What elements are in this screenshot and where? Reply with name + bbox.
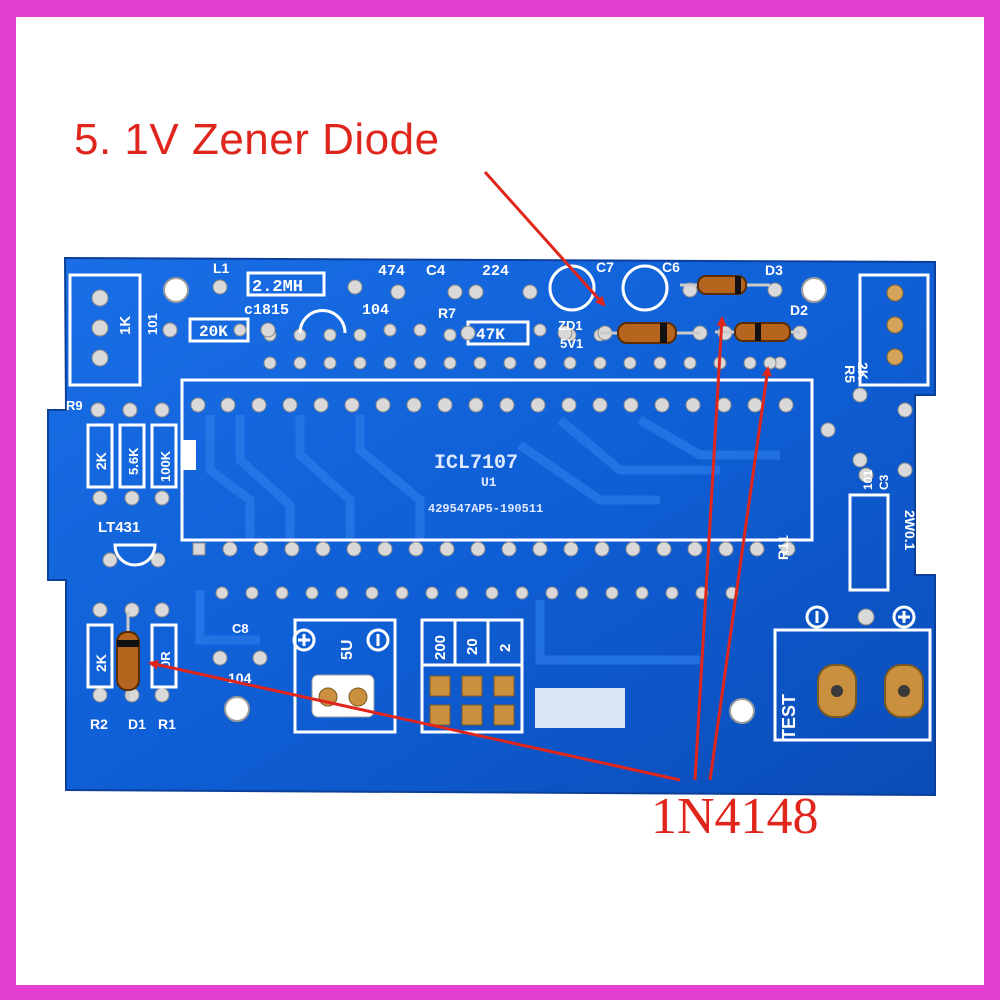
label-r1-value: 0R	[158, 651, 173, 668]
lt431-outline	[113, 543, 157, 567]
diode-d2-body	[715, 322, 800, 342]
label-l1: L1	[213, 260, 230, 276]
d2-arrow	[708, 366, 772, 781]
label-d2: D2	[790, 302, 808, 318]
copper-traces	[195, 415, 780, 665]
ic-notch	[182, 440, 196, 470]
ic-code: 429547AP5-190511	[428, 502, 543, 516]
diode-part-annotation: 1N4148	[651, 788, 819, 845]
label-c3-value: 101	[861, 470, 875, 490]
label-c224: 224	[482, 263, 509, 280]
zener-arrow	[483, 170, 606, 307]
d1-arrow	[148, 659, 681, 782]
ic-name: ICL7107	[434, 452, 518, 475]
ic-pins-bottom	[192, 541, 796, 557]
label-r20k: 20K	[199, 323, 228, 341]
label-r2k-top: 2K	[93, 452, 109, 470]
label-r1k: 1K	[117, 316, 134, 335]
label-d3: D3	[765, 262, 783, 278]
label-inductor: 2.2MH	[252, 278, 303, 297]
d3-arrow	[693, 316, 727, 781]
annotation-arrows	[148, 170, 772, 782]
label-d1: D1	[128, 716, 146, 732]
pcb-board	[47, 256, 936, 797]
label-range-20: 20	[464, 638, 481, 655]
mounting-holes	[163, 277, 827, 724]
label-zd1: ZD1	[558, 318, 583, 333]
label-r5-value: 2K	[855, 362, 871, 380]
label-range-200: 200	[432, 635, 449, 660]
ic-ref: U1	[481, 475, 497, 490]
label-r2: R2	[90, 716, 108, 732]
zener-diode-body	[600, 322, 700, 344]
label-c8: C8	[232, 621, 249, 636]
label-c101: 101	[145, 313, 160, 335]
range-jumper-pads	[429, 675, 515, 726]
label-c4: C4	[426, 262, 446, 279]
label-c7: C7	[596, 259, 614, 275]
display-header-top	[233, 323, 787, 370]
right-connector-pads	[886, 284, 904, 366]
label-c474: 474	[378, 263, 405, 280]
label-c104: 104	[362, 302, 389, 319]
label-r5: R5	[842, 365, 858, 383]
diode-d1-body	[116, 612, 140, 700]
trimmer-slot	[535, 688, 625, 728]
polarity-symbols	[292, 605, 916, 652]
zener-diode-annotation: 5. 1V Zener Diode	[74, 115, 440, 164]
test-pad-holes	[831, 685, 910, 697]
label-r100k: 100K	[158, 450, 173, 482]
ic-pins-top	[190, 397, 794, 413]
label-zd-5v1: 5V1	[560, 336, 583, 351]
top-silkscreen	[68, 264, 932, 742]
label-r1: R1	[158, 716, 176, 732]
left-resistor-outlines	[86, 423, 178, 689]
label-5u: 5U	[339, 640, 356, 660]
label-r7: R7	[438, 305, 456, 321]
label-r47k: 47K	[476, 326, 505, 344]
label-c3: C3	[877, 474, 891, 490]
label-r11-value: 2W0.1	[902, 510, 918, 551]
label-r56k: 5.6K	[126, 447, 141, 475]
label-r9: R9	[66, 398, 83, 413]
product-photo: L1 2.2MH 474 C4 224 C7 C6 D3 D2 c1815 10…	[16, 17, 984, 985]
power-connector	[311, 674, 375, 718]
diode-d3-body	[680, 275, 770, 295]
label-r11: R11	[775, 535, 791, 560]
right-pads-misc	[597, 282, 913, 626]
display-header-bottom	[215, 586, 739, 600]
label-test: TEST	[779, 694, 799, 740]
label-c1815: c1815	[244, 302, 289, 319]
label-lt431: LT431	[98, 519, 140, 536]
label-range-2: 2	[497, 644, 514, 652]
label-r2-value: 2K	[93, 654, 109, 672]
pcb-illustration: L1 2.2MH 474 C4 224 C7 C6 D3 D2 c1815 10…	[47, 170, 936, 797]
label-c6: C6	[662, 259, 680, 275]
